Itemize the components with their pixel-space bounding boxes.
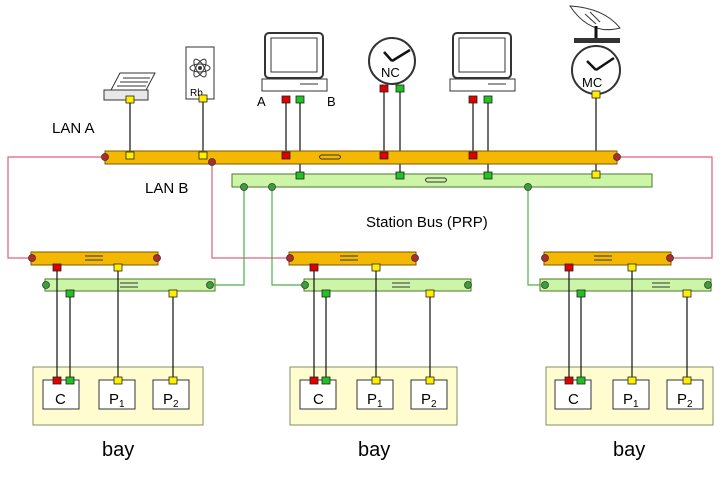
mc-label: MC (582, 75, 602, 90)
device-label: P (677, 391, 687, 408)
device-subscript: 1 (377, 399, 383, 410)
device-label: C (313, 391, 324, 408)
bay-label: bay (613, 439, 645, 461)
bay-lan-b-switch (44, 278, 216, 292)
workstation-icon (449, 32, 516, 92)
bay-lan-a-switch (30, 251, 159, 266)
lan-b-label: LAN B (145, 180, 188, 197)
switch-icon (594, 255, 612, 261)
lan-a-bus (104, 150, 618, 165)
switch-icon (85, 255, 103, 261)
bay-device-p1 (356, 379, 394, 410)
device-label: C (55, 391, 66, 408)
lan-a-end-left (101, 153, 109, 161)
bay-device-c (554, 379, 592, 410)
device-label: C (568, 391, 579, 408)
device-label: P (623, 391, 633, 408)
station-bus-label: Station Bus (PRP) (366, 214, 488, 231)
lan-a-label: LAN A (52, 120, 95, 137)
switch-icon (120, 282, 138, 288)
lan-b-tap (240, 183, 248, 191)
device-subscript: 1 (119, 399, 125, 410)
device-subscript: 2 (687, 399, 693, 410)
lan-a-port (125, 151, 135, 160)
port-a-label: A (257, 94, 266, 109)
device-label: P (163, 391, 173, 408)
lan-b-tap (268, 183, 276, 191)
lan-a-link-right (617, 156, 713, 259)
bay-group: C P1 P2 bay (28, 251, 216, 461)
device-subscript: 2 (431, 399, 437, 410)
svg-text:P1: P1 (109, 391, 125, 410)
workstation-icon (261, 32, 328, 92)
bay-group: C P1 P2 bay (539, 251, 714, 461)
svg-text:P2: P2 (421, 391, 437, 410)
network-clock-icon (368, 37, 416, 85)
lan-b-port (483, 171, 493, 180)
switch-icon (425, 177, 447, 183)
bay-label: bay (358, 439, 390, 461)
bay-device-c (42, 379, 80, 410)
nc-port-b (395, 84, 405, 93)
ws2-port-b (483, 95, 493, 104)
master-clock-icon (571, 45, 621, 95)
switch-icon (392, 282, 410, 288)
rb-label: Rb (190, 88, 203, 99)
lan-b-link-left (210, 188, 245, 286)
bay-device-c (299, 379, 337, 410)
ws1-port-a (281, 95, 291, 104)
lan-a-port (468, 151, 478, 160)
rb-port (198, 94, 208, 103)
bay-lan-b-switch (539, 278, 712, 292)
lan-b-link-middle (271, 188, 305, 286)
bay-device-p1 (98, 379, 136, 410)
svg-text:P2: P2 (163, 391, 179, 410)
bay-device-p1 (612, 379, 650, 410)
bay-group: C P1 P2 bay (286, 251, 472, 461)
port-b-label: B (327, 94, 336, 109)
lan-a-link-left (7, 156, 105, 259)
switch-icon (319, 154, 341, 160)
device-label: P (421, 391, 431, 408)
printer-icon (103, 72, 156, 101)
svg-text:P1: P1 (623, 391, 639, 410)
lan-b-port (295, 171, 305, 180)
ws1-port-b (295, 95, 305, 104)
lan-a-tap (208, 158, 216, 166)
lan-a-port (198, 151, 208, 160)
satellite-dish-icon (569, 5, 621, 43)
switch-icon (652, 282, 670, 288)
bay-lan-a-switch (288, 251, 417, 266)
device-label: P (367, 391, 377, 408)
lan-b-tap (524, 183, 532, 191)
lan-b-port (591, 170, 601, 179)
svg-text:P1: P1 (367, 391, 383, 410)
mc-port (591, 90, 601, 99)
lan-b-port (395, 171, 405, 180)
bay-lan-b-switch (303, 278, 472, 292)
device-subscript: 1 (633, 399, 639, 410)
bay-lan-a-switch (543, 251, 672, 266)
lan-a-port (281, 151, 291, 160)
svg-text:P2: P2 (677, 391, 693, 410)
device-label: P (109, 391, 119, 408)
lan-b-link-right (527, 188, 545, 286)
device-subscript: 2 (173, 399, 179, 410)
bay-device-p2 (152, 379, 190, 410)
lan-a-port (379, 151, 389, 160)
lan-a-end-right (613, 153, 621, 161)
lan-a-link-middle (211, 162, 290, 259)
lan-b-bus (231, 173, 653, 188)
bay-label: bay (102, 439, 134, 461)
ws2-port-a (468, 95, 478, 104)
printer-port (125, 95, 135, 104)
nc-label: NC (381, 65, 400, 80)
switch-icon (340, 255, 358, 261)
nc-port-a (379, 84, 389, 93)
